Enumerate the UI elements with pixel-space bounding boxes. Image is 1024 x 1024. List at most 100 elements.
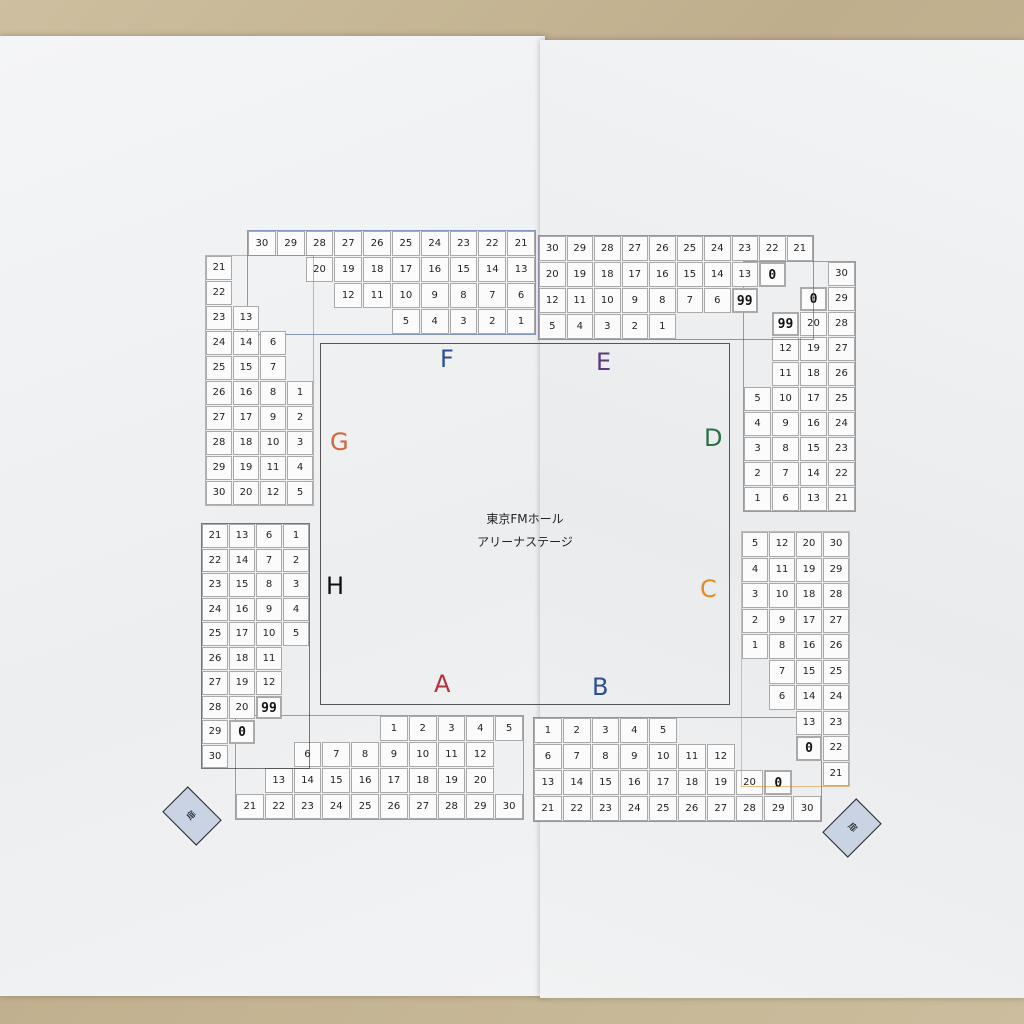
seat-b-0: 0	[764, 770, 793, 795]
seat-d-7: 7	[772, 462, 799, 486]
seat-a-26: 26	[380, 794, 408, 819]
seat-e-19: 19	[566, 262, 593, 287]
seat-f-5: 5	[392, 309, 420, 334]
seat-f-4: 4	[420, 309, 449, 334]
zone-label-g: G	[330, 428, 349, 456]
seat-g-24: 24	[206, 331, 232, 355]
seat-c-27: 27	[823, 608, 849, 633]
seat-e-22: 22	[759, 236, 786, 261]
seat-f-19: 19	[334, 257, 363, 282]
paper-sheet-right	[540, 40, 1024, 998]
seat-a-5: 5	[495, 716, 523, 741]
seat-d-5: 5	[744, 387, 771, 411]
seat-a-14: 14	[293, 768, 322, 793]
seat-h-22: 22	[202, 548, 228, 572]
seat-d-13: 13	[800, 487, 827, 511]
seat-b-17: 17	[649, 770, 677, 795]
seat-b-10: 10	[649, 744, 677, 769]
seat-h-19: 19	[229, 671, 255, 695]
seat-f-29: 29	[276, 231, 305, 256]
seat-h-3: 3	[283, 573, 309, 597]
seat-c-15: 15	[796, 659, 822, 684]
seat-b-11: 11	[678, 744, 706, 769]
seat-f-15: 15	[449, 257, 478, 282]
seat-e-5: 5	[539, 314, 566, 339]
seat-e-11: 11	[566, 288, 593, 313]
seat-d-21: 21	[828, 487, 855, 511]
seat-b-29: 29	[764, 796, 793, 821]
seat-a-29: 29	[466, 794, 495, 819]
seat-h-27: 27	[202, 671, 228, 695]
seat-d-10: 10	[772, 387, 799, 411]
seat-f-9: 9	[420, 283, 449, 308]
seat-e-29: 29	[566, 236, 593, 261]
seat-c-9: 9	[769, 608, 795, 633]
seat-b-19: 19	[706, 770, 735, 795]
seat-g-9: 9	[260, 406, 286, 430]
seat-g-10: 10	[260, 431, 286, 455]
seat-c-21: 21	[823, 761, 849, 786]
seat-c-22: 22	[823, 736, 849, 761]
seat-h-5: 5	[283, 622, 309, 646]
seat-d-12: 12	[772, 337, 799, 361]
seat-e-2: 2	[621, 314, 648, 339]
seat-h-24: 24	[202, 597, 228, 621]
seat-c-11: 11	[769, 557, 795, 582]
seat-g-4: 4	[287, 456, 313, 480]
seat-e-13: 13	[731, 262, 758, 287]
seat-h-1: 1	[283, 524, 309, 548]
seat-c-10: 10	[769, 583, 795, 608]
seat-e-25: 25	[676, 236, 703, 261]
seat-d-9: 9	[772, 412, 799, 436]
seat-b-6: 6	[534, 744, 562, 769]
seat-c-8: 8	[769, 634, 795, 659]
seat-c-3: 3	[742, 583, 768, 608]
seat-c-6: 6	[769, 685, 795, 710]
seat-f-17: 17	[392, 257, 420, 282]
seat-b-26: 26	[678, 796, 706, 821]
seat-b-12: 12	[706, 744, 735, 769]
seat-b-23: 23	[591, 796, 620, 821]
seat-d-14: 14	[800, 462, 827, 486]
seat-g-14: 14	[233, 331, 259, 355]
seat-e-20: 20	[539, 262, 566, 287]
seat-f-23: 23	[449, 231, 478, 256]
seat-c-24: 24	[823, 685, 849, 710]
seat-a-2: 2	[408, 716, 437, 741]
seat-h-23: 23	[202, 573, 228, 597]
paper-sheet-left	[0, 36, 545, 996]
seat-e-3: 3	[594, 314, 621, 339]
zone-label-f: F	[440, 345, 454, 373]
seat-h-13: 13	[229, 524, 255, 548]
seat-c-14: 14	[796, 685, 822, 710]
seat-e-0: 0	[759, 262, 786, 287]
seat-b-15: 15	[591, 770, 620, 795]
seat-a-24: 24	[322, 794, 351, 819]
seat-g-11: 11	[260, 456, 286, 480]
seat-h-4: 4	[283, 597, 309, 621]
seat-a-1: 1	[380, 716, 408, 741]
seat-g-1: 1	[287, 381, 313, 405]
zone-label-c: C	[700, 575, 717, 603]
seat-c-16: 16	[796, 634, 822, 659]
seat-f-26: 26	[363, 231, 391, 256]
seat-a-16: 16	[351, 768, 379, 793]
seat-h-14: 14	[229, 548, 255, 572]
seat-g-7: 7	[260, 356, 286, 380]
seat-d-16: 16	[800, 412, 827, 436]
seat-d-18: 18	[800, 362, 827, 386]
seat-b-28: 28	[735, 796, 764, 821]
seat-e-12: 12	[539, 288, 566, 313]
seat-e-16: 16	[649, 262, 676, 287]
seat-h-20: 20	[229, 695, 255, 719]
seat-d-27: 27	[828, 337, 855, 361]
seat-g-20: 20	[233, 481, 259, 505]
seat-a-28: 28	[437, 794, 466, 819]
seat-g-26: 26	[206, 381, 232, 405]
seat-d-26: 26	[828, 362, 855, 386]
seat-a-30: 30	[495, 794, 523, 819]
seat-b-5: 5	[649, 718, 677, 743]
seat-f-27: 27	[334, 231, 363, 256]
seat-e-23: 23	[731, 236, 758, 261]
seat-c-19: 19	[796, 557, 822, 582]
